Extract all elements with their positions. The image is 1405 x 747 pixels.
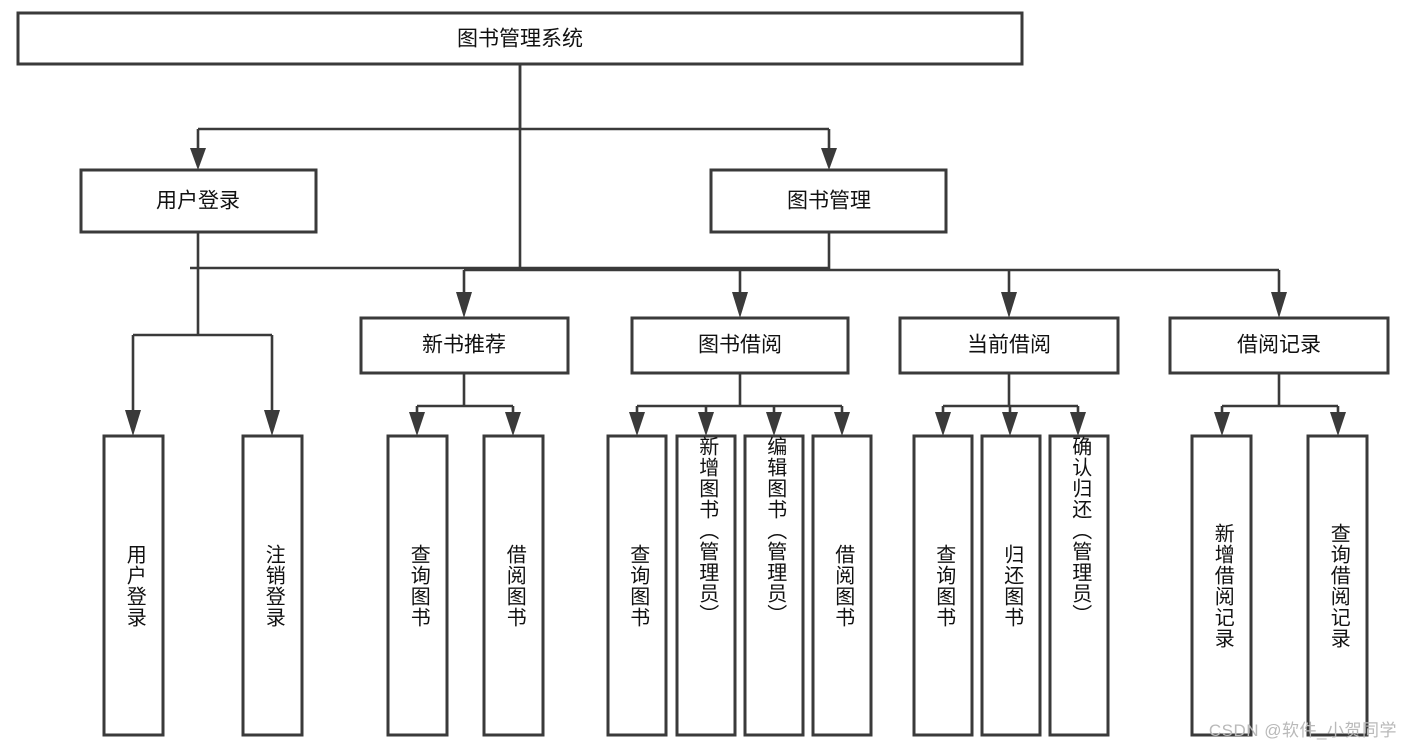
leaf-box-br-query-record[interactable] — [1306, 434, 1369, 737]
arrowhead-current-borrow — [1001, 292, 1017, 318]
arrowhead-br-leaf-1 — [1214, 412, 1230, 436]
leaf-box-br-add-record[interactable] — [1190, 434, 1253, 737]
node-current-borrow-box[interactable] — [898, 316, 1120, 375]
connector-group-new-book-leaves — [409, 373, 521, 436]
arrowhead-nb-leaf-1 — [409, 412, 425, 436]
leaf-box-nb-query-book[interactable] — [386, 434, 449, 737]
node-new-book-recommend-label: 新书推荐 — [422, 334, 506, 357]
node-new-book-recommend-box[interactable] — [359, 316, 570, 375]
arrowhead-user-login — [190, 148, 206, 170]
node-borrow-record-label: 借阅记录 — [1237, 334, 1321, 357]
leaf-box-bb-add-book[interactable] — [675, 434, 737, 737]
arrowhead-nb-leaf-2 — [505, 412, 521, 436]
leaf-box-logout[interactable] — [241, 434, 304, 737]
node-book-borrow-label: 图书借阅 — [698, 334, 782, 357]
arrowhead-cb-leaf-2 — [1002, 412, 1018, 436]
arrowhead-br-leaf-2 — [1330, 412, 1346, 436]
csdn-watermark: CSDN @软件_小贺同学 — [1208, 721, 1397, 740]
arrowhead-leaf-logout — [264, 410, 280, 436]
leaf-box-cb-confirm-return[interactable] — [1048, 434, 1110, 737]
connector-group-book-borrow-leaves — [629, 373, 850, 436]
node-root-label: 图书管理系统 — [457, 28, 583, 51]
node-current-borrow-label: 当前借阅 — [967, 334, 1051, 357]
node-user-login-box[interactable] — [79, 168, 318, 234]
node-root-box[interactable] — [16, 11, 1024, 66]
arrowhead-borrow-record — [1271, 292, 1287, 318]
node-book-borrow-box[interactable] — [630, 316, 850, 375]
arrowhead-book-borrow — [732, 292, 748, 318]
leaf-box-nb-borrow-book[interactable] — [482, 434, 545, 737]
arrowhead-bb-leaf-1 — [629, 412, 645, 436]
node-book-management-box[interactable] — [709, 168, 948, 234]
connector-group-level2 — [190, 64, 837, 170]
leaf-box-bb-borrow-book[interactable] — [811, 434, 873, 737]
arrowhead-book-mgmt — [821, 148, 837, 170]
node-borrow-record-box[interactable] — [1168, 316, 1390, 375]
arrowhead-bb-leaf-2 — [698, 412, 714, 436]
arrowhead-cb-leaf-3 — [1070, 412, 1086, 436]
leaf-box-bb-query-book[interactable] — [606, 434, 668, 737]
leaf-box-bb-edit-book[interactable] — [743, 434, 805, 737]
connector-group-book-mgmt-children — [456, 232, 1287, 318]
connector-group-root — [190, 64, 830, 270]
connector-group-current-borrow-leaves — [935, 373, 1086, 436]
arrowhead-bb-leaf-4 — [834, 412, 850, 436]
connector-group-user-login-children — [125, 232, 280, 436]
arrowhead-cb-leaf-1 — [935, 412, 951, 436]
node-user-login-label: 用户登录 — [156, 190, 240, 213]
leaf-box-cb-return-book[interactable] — [980, 434, 1042, 737]
connector-group-borrow-record-leaves — [1214, 373, 1346, 436]
arrowhead-leaf-user-login — [125, 410, 141, 436]
node-book-management-label: 图书管理 — [787, 190, 871, 213]
leaf-box-cb-query-book[interactable] — [912, 434, 974, 737]
arrowhead-new-book — [456, 292, 472, 318]
arrowhead-bb-leaf-3 — [766, 412, 782, 436]
leaf-box-user-login[interactable] — [102, 434, 165, 737]
